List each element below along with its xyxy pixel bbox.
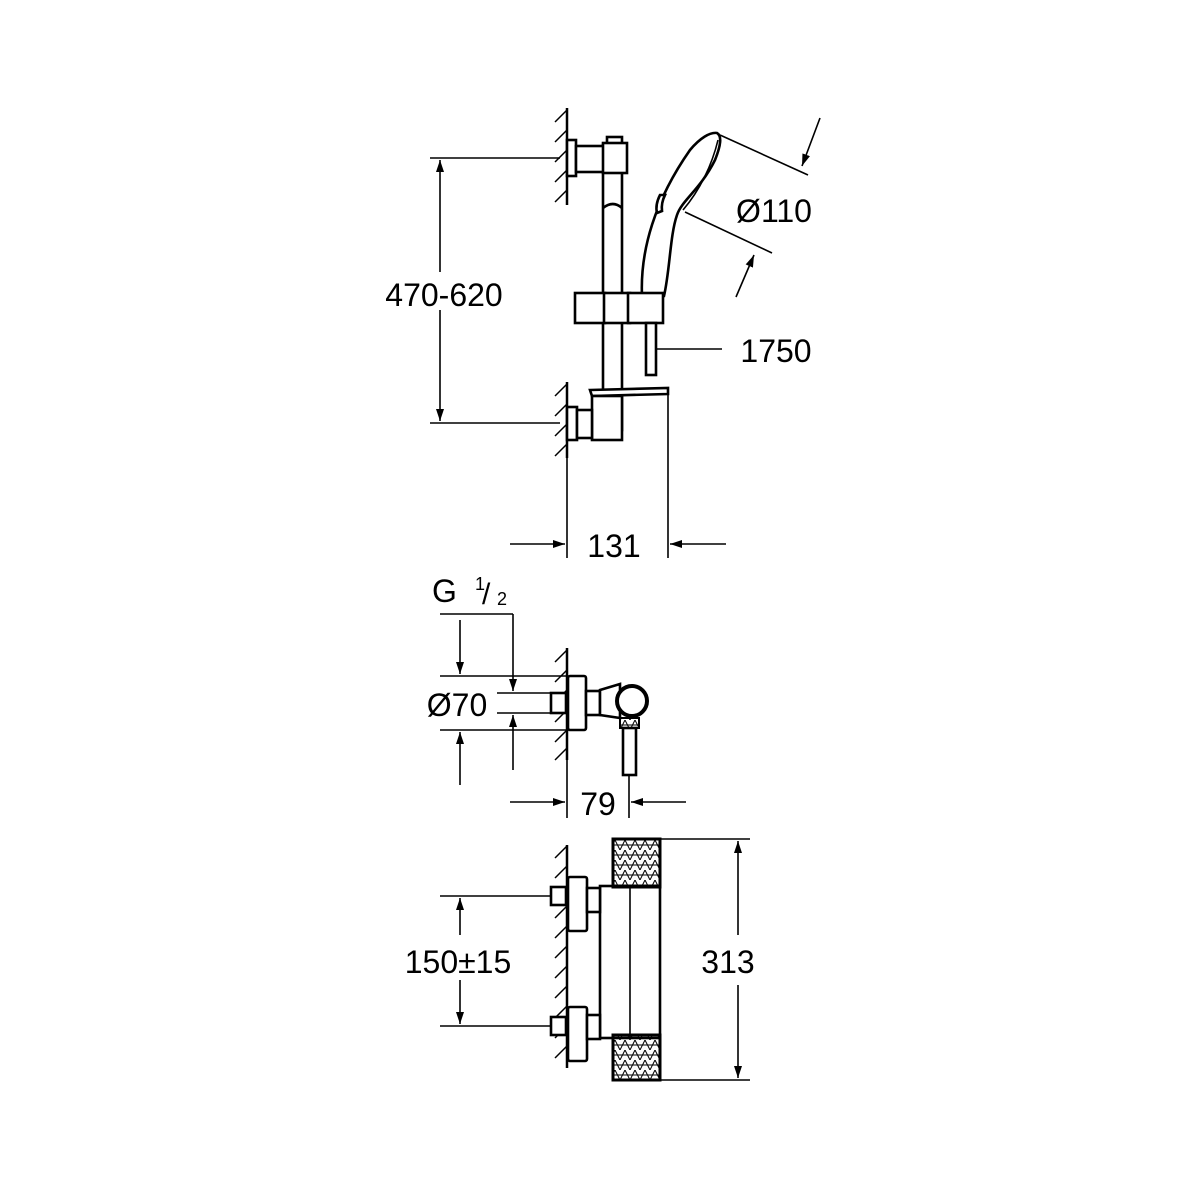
nut (584, 689, 602, 717)
handshower-diameter-label: Ø110 (736, 193, 812, 229)
dimension-side-projection: 79 (510, 760, 686, 822)
height-range-label: 470-620 (385, 277, 502, 313)
handshower (640, 131, 722, 298)
rail (565, 135, 629, 432)
front-view: 150±15 313 (405, 837, 755, 1082)
flange-diameter-label: Ø70 (427, 687, 487, 723)
flange (566, 674, 588, 732)
dimension-height-range: 470-620 (385, 157, 560, 424)
dimension-thread: G 1 / 2 (432, 573, 551, 770)
thread-numerator: 1 (475, 574, 485, 594)
side-view: G 1 / 2 Ø70 79 (427, 573, 686, 822)
side-projection-label: 79 (580, 786, 616, 822)
wall-top (554, 108, 569, 458)
slider (573, 291, 665, 325)
outlet-elbow (615, 684, 649, 718)
thread-denominator: 2 (497, 589, 507, 609)
temperature-handle (611, 837, 662, 889)
dimension-hose-length: 1750 (657, 333, 812, 369)
dimension-rail-projection: 131 (510, 394, 726, 564)
dimension-centres: 150±15 (405, 895, 551, 1027)
fraction-slash: / (482, 578, 491, 611)
thread-label: G (432, 573, 457, 609)
flow-handle (611, 1033, 662, 1082)
dimension-handshower-diameter: Ø110 (684, 117, 821, 298)
centres-label: 150±15 (405, 944, 512, 980)
inlet-pipe (549, 691, 568, 715)
hose (644, 321, 658, 377)
rail-projection-label: 131 (587, 528, 640, 564)
dimension-height: 313 (660, 838, 755, 1081)
shower-rail-view: 470-620 Ø110 1750 131 (385, 108, 821, 564)
dimension-flange-diameter: Ø70 (427, 620, 566, 785)
hose-length-label: 1750 (740, 333, 811, 369)
lower-bracket (565, 386, 670, 442)
height-label: 313 (701, 944, 754, 980)
